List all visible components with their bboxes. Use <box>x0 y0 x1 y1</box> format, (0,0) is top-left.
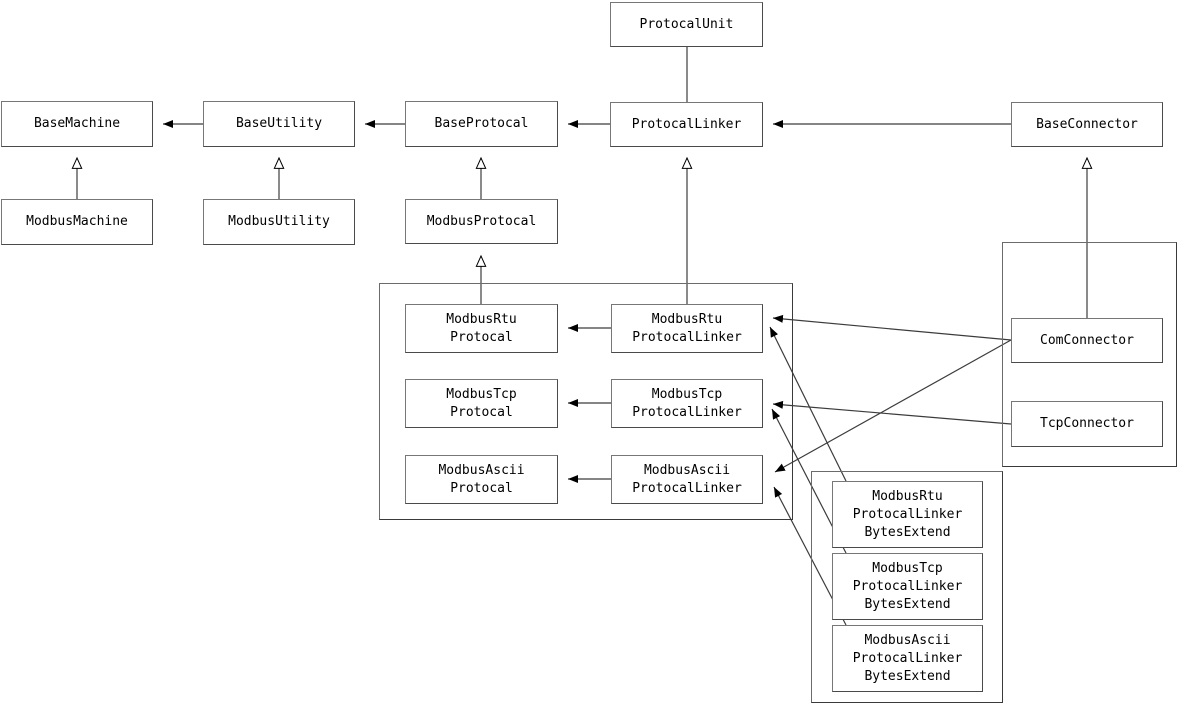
class-name-modbus-tcp-protocal: ModbusTcp Protocal <box>446 386 517 420</box>
class-box-base-machine[interactable]: BaseMachine <box>1 101 153 147</box>
class-box-modbus-rtu-linker-bytes-extend[interactable]: ModbusRtu ProtocalLinker BytesExtend <box>832 481 983 548</box>
class-box-com-connector[interactable]: ComConnector <box>1011 318 1163 363</box>
class-box-tcp-connector[interactable]: TcpConnector <box>1011 401 1163 447</box>
class-name-com-connector: ComConnector <box>1040 332 1134 348</box>
class-box-modbus-ascii-linker-bytes-extend[interactable]: ModbusAscii ProtocalLinker BytesExtend <box>832 625 983 692</box>
class-box-modbus-rtu-protocal-linker[interactable]: ModbusRtu ProtocalLinker <box>611 304 763 353</box>
class-box-protocal-linker[interactable]: ProtocalLinker <box>610 102 763 147</box>
class-name-modbus-tcp-linker-bytes-extend: ModbusTcp ProtocalLinker BytesExtend <box>852 560 963 612</box>
class-name-protocal-unit: ProtocalUnit <box>639 16 734 32</box>
edge-com-connector-to-rtu-linker <box>772 314 1012 341</box>
class-name-modbus-rtu-protocal: ModbusRtu Protocal <box>446 311 517 345</box>
class-name-modbus-rtu-protocal-linker: ModbusRtu ProtocalLinker <box>632 311 742 345</box>
class-box-modbus-utility[interactable]: ModbusUtility <box>203 199 355 245</box>
class-box-base-utility[interactable]: BaseUtility <box>203 101 355 147</box>
class-box-modbus-ascii-protocal-linker[interactable]: ModbusAscii ProtocalLinker <box>611 455 763 504</box>
class-name-modbus-machine: ModbusMachine <box>26 214 128 229</box>
class-name-modbus-ascii-linker-bytes-extend: ModbusAscii ProtocalLinker BytesExtend <box>852 632 963 684</box>
class-box-modbus-protocal[interactable]: ModbusProtocal <box>405 199 558 244</box>
class-name-modbus-rtu-linker-bytes-extend: ModbusRtu ProtocalLinker BytesExtend <box>852 488 963 540</box>
class-box-modbus-tcp-linker-bytes-extend[interactable]: ModbusTcp ProtocalLinker BytesExtend <box>832 553 983 620</box>
class-name-modbus-tcp-protocal-linker: ModbusTcp ProtocalLinker <box>632 386 742 420</box>
class-name-modbus-utility: ModbusUtility <box>228 214 330 229</box>
class-name-modbus-ascii-protocal: ModbusAscii Protocal <box>438 462 525 496</box>
class-name-base-protocal: BaseProtocal <box>434 116 529 131</box>
class-name-tcp-connector: TcpConnector <box>1040 416 1134 431</box>
class-name-modbus-ascii-protocal-linker: ModbusAscii ProtocalLinker <box>632 462 742 496</box>
class-name-protocal-linker: ProtocalLinker <box>631 116 742 132</box>
class-box-modbus-tcp-protocal-linker[interactable]: ModbusTcp ProtocalLinker <box>611 379 763 428</box>
edge-com-connector-to-ascii-linker <box>774 339 1012 473</box>
class-box-protocal-unit[interactable]: ProtocalUnit <box>610 2 763 47</box>
class-box-modbus-ascii-protocal[interactable]: ModbusAscii Protocal <box>405 455 558 504</box>
edge-tcp-connector-to-tcp-linker <box>772 400 1012 425</box>
class-name-base-machine: BaseMachine <box>33 116 121 131</box>
class-box-base-protocal[interactable]: BaseProtocal <box>405 101 558 147</box>
class-name-modbus-protocal: ModbusProtocal <box>426 213 537 229</box>
class-name-base-connector: BaseConnector <box>1036 116 1138 132</box>
class-box-modbus-tcp-protocal[interactable]: ModbusTcp Protocal <box>405 379 558 428</box>
class-box-modbus-rtu-protocal[interactable]: ModbusRtu Protocal <box>405 304 558 353</box>
class-name-base-utility: BaseUtility <box>235 116 323 131</box>
class-box-modbus-machine[interactable]: ModbusMachine <box>1 199 153 245</box>
class-box-base-connector[interactable]: BaseConnector <box>1011 102 1163 147</box>
